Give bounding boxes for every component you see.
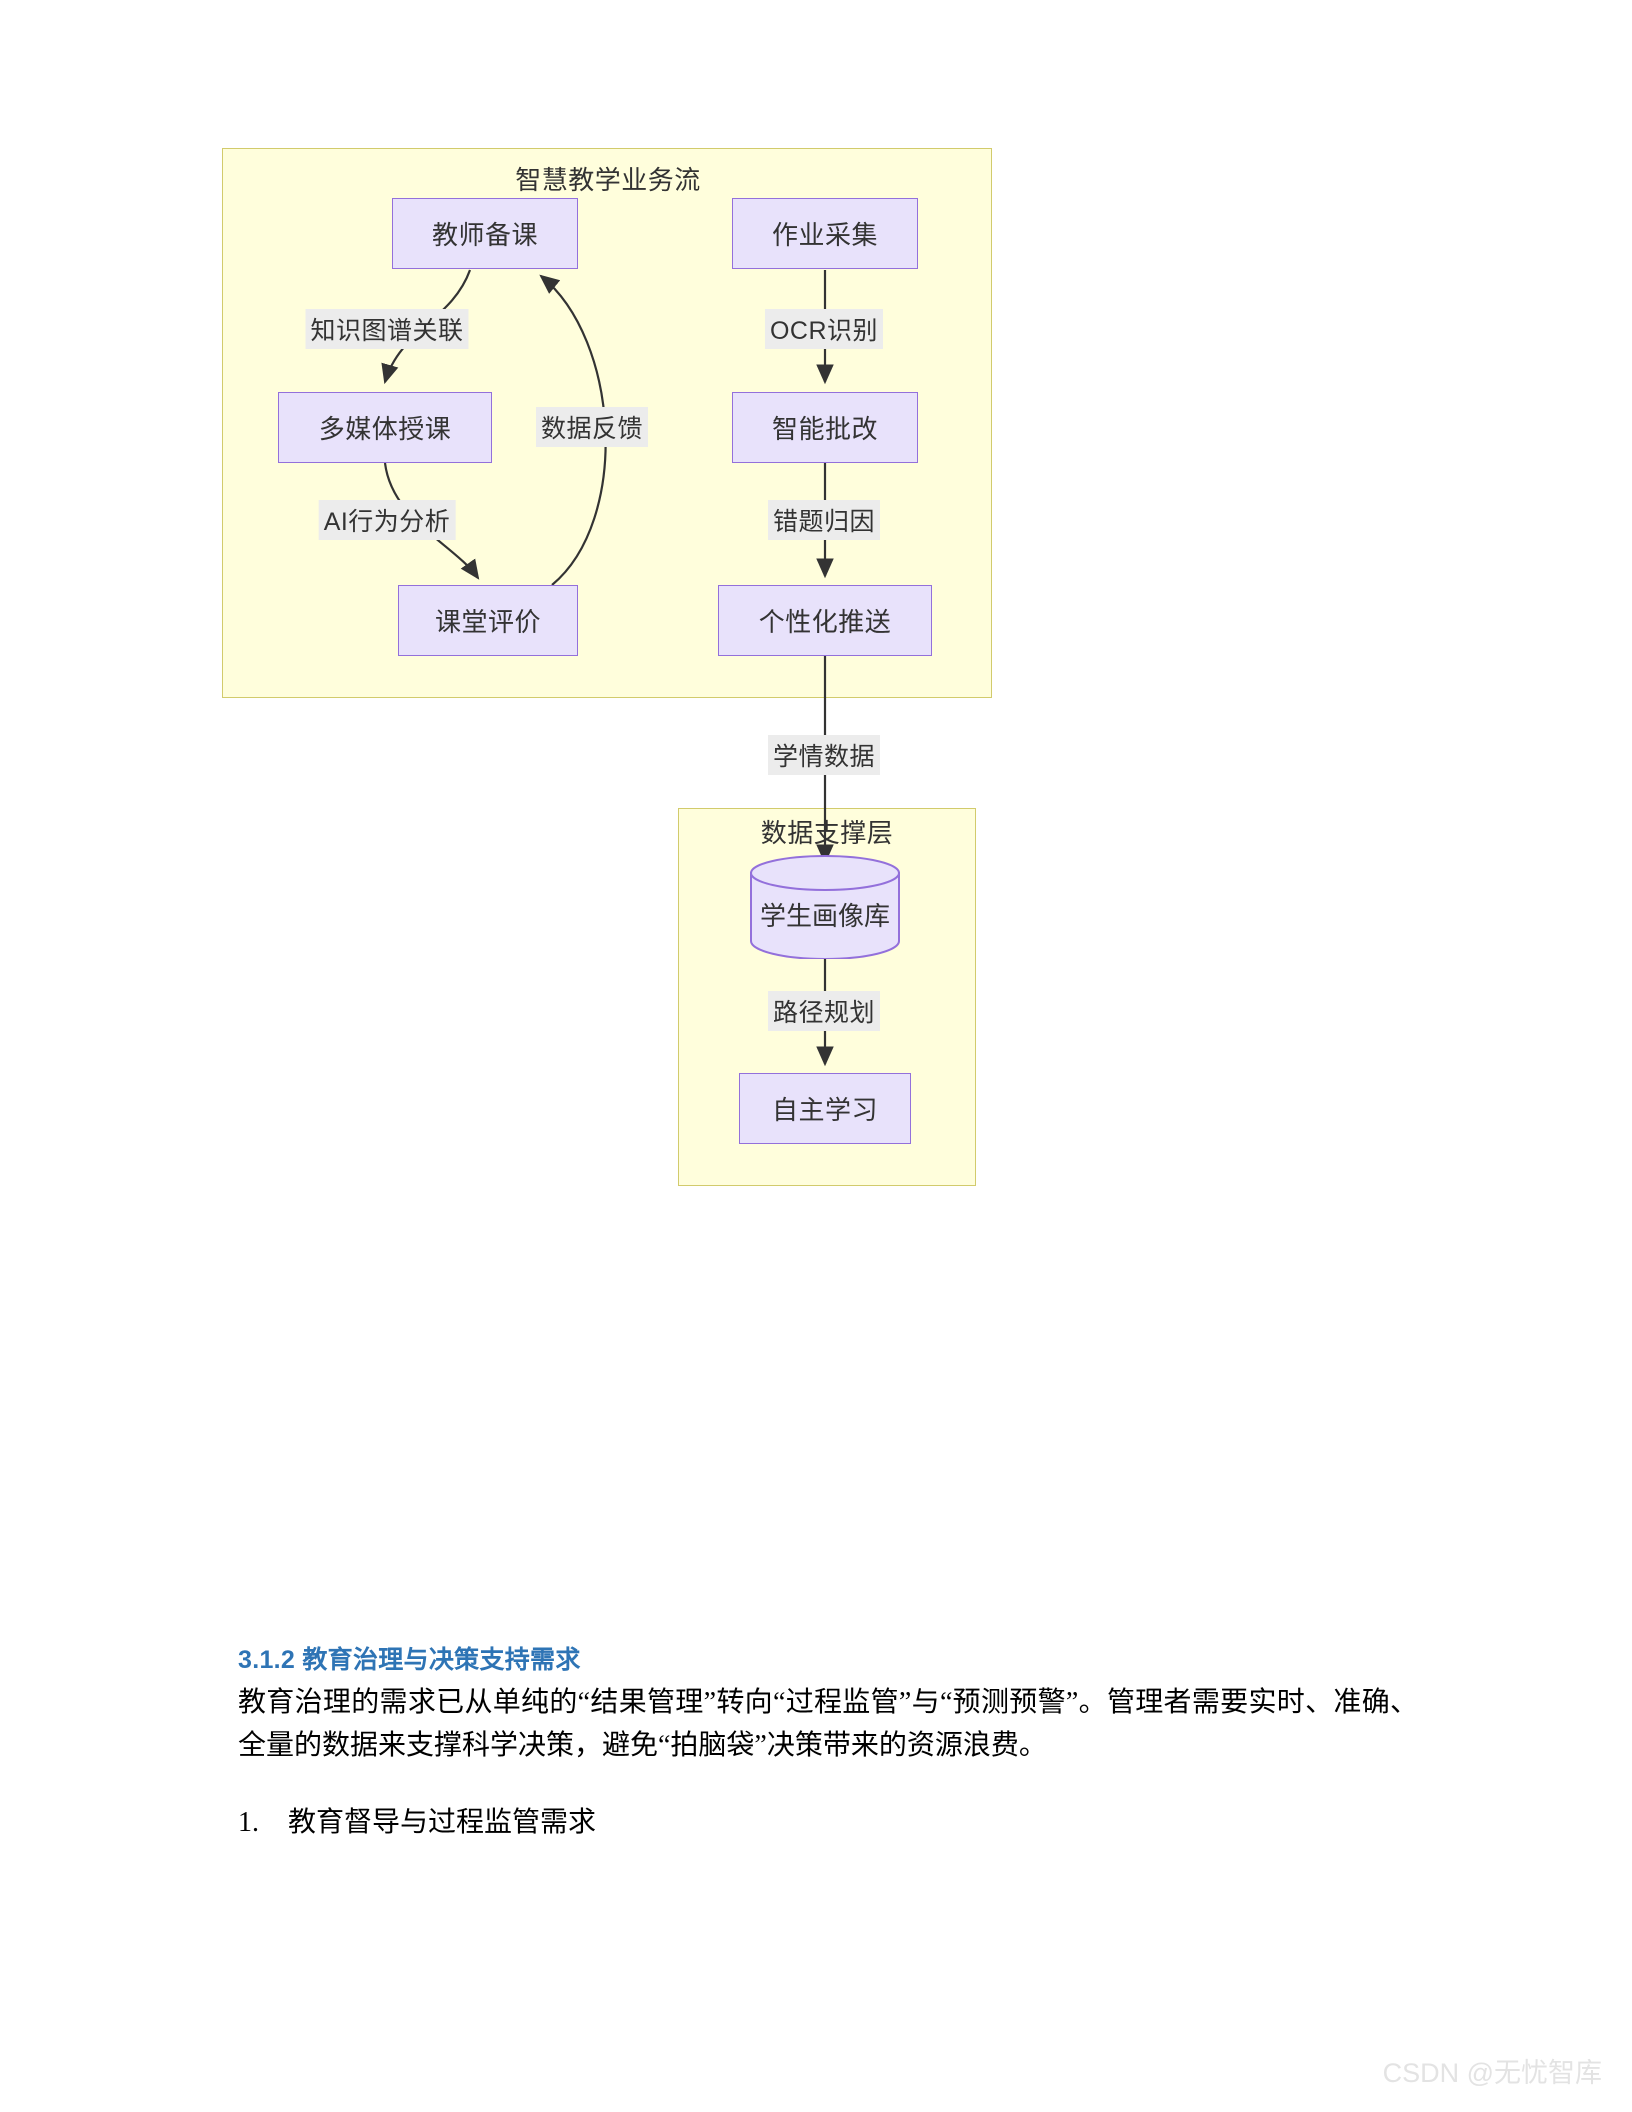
node-student-profile-db[interactable]: 学生画像库 [749, 855, 901, 959]
section-paragraph: 教育治理的需求已从单纯的“结果管理”转向“过程监管”与“预测预警”。管理者需要实… [238, 1687, 1418, 1761]
node-smart-grading[interactable]: 智能批改 [732, 392, 918, 463]
node-homework-collect[interactable]: 作业采集 [732, 198, 918, 269]
edge-label-knowledge-graph: 知识图谱关联 [305, 309, 469, 349]
edge-label-wrong-question-attribution: 错题归因 [767, 500, 881, 540]
list-item-text: 教育督导与过程监管需求 [288, 1807, 597, 1838]
edge-label-path-planning: 路径规划 [767, 991, 881, 1031]
csdn-watermark: CSDN @无忧智库 [1382, 2058, 1602, 2088]
node-multimedia-teach-label: 多媒体授课 [318, 414, 452, 444]
node-class-evaluation-label: 课堂评价 [434, 607, 541, 637]
edge-label-learning-data: 学情数据 [767, 735, 881, 775]
node-homework-collect-label: 作业采集 [771, 220, 878, 250]
edge-label-ocr-recognition: OCR识别 [764, 309, 884, 349]
list-item-number: 1. [238, 1807, 259, 1838]
edge-label-ai-behavior-analysis: AI行为分析 [318, 500, 456, 540]
node-multimedia-teach[interactable]: 多媒体授课 [278, 392, 492, 463]
node-personalized-push[interactable]: 个性化推送 [718, 585, 932, 656]
subgraph-data-layer-title: 数据支撑层 [760, 818, 894, 848]
edge-label-data-feedback: 数据反馈 [535, 407, 649, 447]
node-self-learning[interactable]: 自主学习 [739, 1073, 911, 1144]
node-self-learning-label: 自主学习 [771, 1095, 878, 1125]
database-cylinder-icon [750, 855, 900, 959]
node-teacher-prep-label: 教师备课 [431, 220, 538, 250]
document-body: 3.1.2 教育治理与决策支持需求 教育治理的需求已从单纯的“结果管理”转向“过… [238, 1640, 1418, 1767]
node-student-profile-db-label: 学生画像库 [759, 900, 890, 931]
node-smart-grading-label: 智能批改 [771, 414, 878, 444]
node-personalized-push-label: 个性化推送 [758, 607, 892, 637]
section-heading: 3.1.2 教育治理与决策支持需求 [238, 1646, 581, 1674]
list-item: 1. 教育督导与过程监管需求 [238, 1800, 596, 1840]
subgraph-teaching-flow-title: 智慧教学业务流 [515, 165, 701, 195]
node-teacher-prep[interactable]: 教师备课 [392, 198, 578, 269]
node-class-evaluation[interactable]: 课堂评价 [398, 585, 578, 656]
flowchart-diagram: 智慧教学业务流 数据支撑层 [222, 148, 992, 1186]
